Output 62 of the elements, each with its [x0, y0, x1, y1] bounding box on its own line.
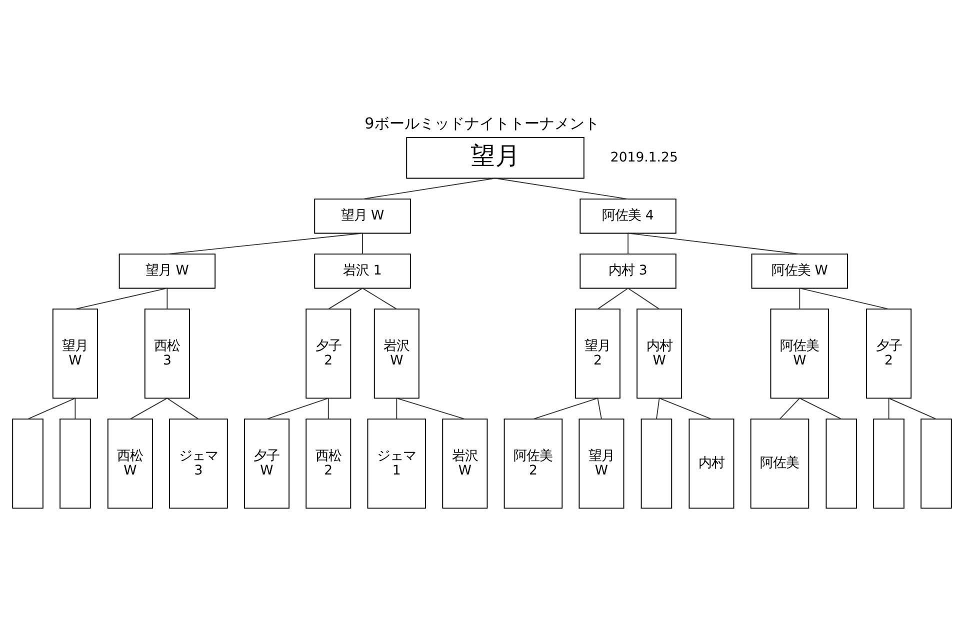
connector [166, 232, 363, 255]
connector [130, 398, 168, 420]
node-box [640, 418, 672, 509]
node-box: 夕子 W [244, 418, 290, 509]
connector [27, 398, 76, 420]
node-box: 阿佐美 W [770, 308, 830, 399]
node-box: 内村 [688, 418, 734, 509]
connector [328, 398, 329, 420]
node-box [60, 418, 91, 509]
node-box: ジェマ 1 [367, 418, 426, 509]
connector [597, 288, 628, 310]
connector [799, 288, 800, 310]
node-box: 望月 2 [574, 308, 620, 399]
node-box [873, 418, 904, 509]
node-box: 望月 W [314, 198, 411, 234]
node-box: 岩沢 W [374, 308, 420, 399]
node-box [12, 418, 44, 509]
connector [628, 232, 800, 255]
node-box: 望月 [406, 136, 584, 179]
node-box: 夕子 2 [866, 308, 912, 399]
connector [362, 232, 363, 255]
node-box [920, 418, 952, 509]
node-box: 阿佐美 2 [504, 418, 563, 509]
label: 2019.1.25 [610, 150, 678, 166]
connector [799, 398, 842, 420]
connector [362, 178, 496, 200]
node-box: 阿佐美 4 [580, 198, 676, 234]
node-box [826, 418, 858, 509]
connector [779, 398, 800, 420]
node-box: 望月 W [52, 308, 98, 399]
connector [74, 398, 76, 420]
connector [166, 398, 199, 420]
connector [628, 288, 660, 310]
connector [74, 288, 168, 310]
node-box: 内村 W [636, 308, 682, 399]
connector [658, 398, 712, 420]
connector [494, 178, 628, 200]
connector [396, 398, 398, 420]
connector [597, 398, 602, 420]
node-box: 内村 3 [580, 254, 676, 289]
node-box: 阿佐美 W [751, 254, 848, 289]
node-box: 阿佐美 [750, 418, 810, 509]
connector [328, 288, 363, 310]
connector [362, 288, 398, 310]
node-box: 西松 3 [144, 308, 190, 399]
node-box: 岩沢 1 [314, 254, 411, 289]
node-box: ジェマ 3 [169, 418, 228, 509]
connector [266, 398, 329, 420]
node-box: 西松 W [107, 418, 153, 509]
connector [532, 398, 598, 420]
connector [888, 398, 937, 420]
node-box: 西松 2 [306, 418, 352, 509]
connector [166, 288, 168, 310]
diagram-title: 9ボールミッドナイトトーナメント [364, 114, 600, 133]
connector [799, 288, 890, 310]
connector [888, 398, 890, 420]
node-box: 望月 W [118, 254, 216, 289]
node-box: 望月 W [578, 418, 624, 509]
node-box: 夕子 2 [306, 308, 352, 399]
connector [396, 398, 466, 420]
connector [656, 398, 660, 420]
node-box: 岩沢 W [442, 418, 488, 509]
